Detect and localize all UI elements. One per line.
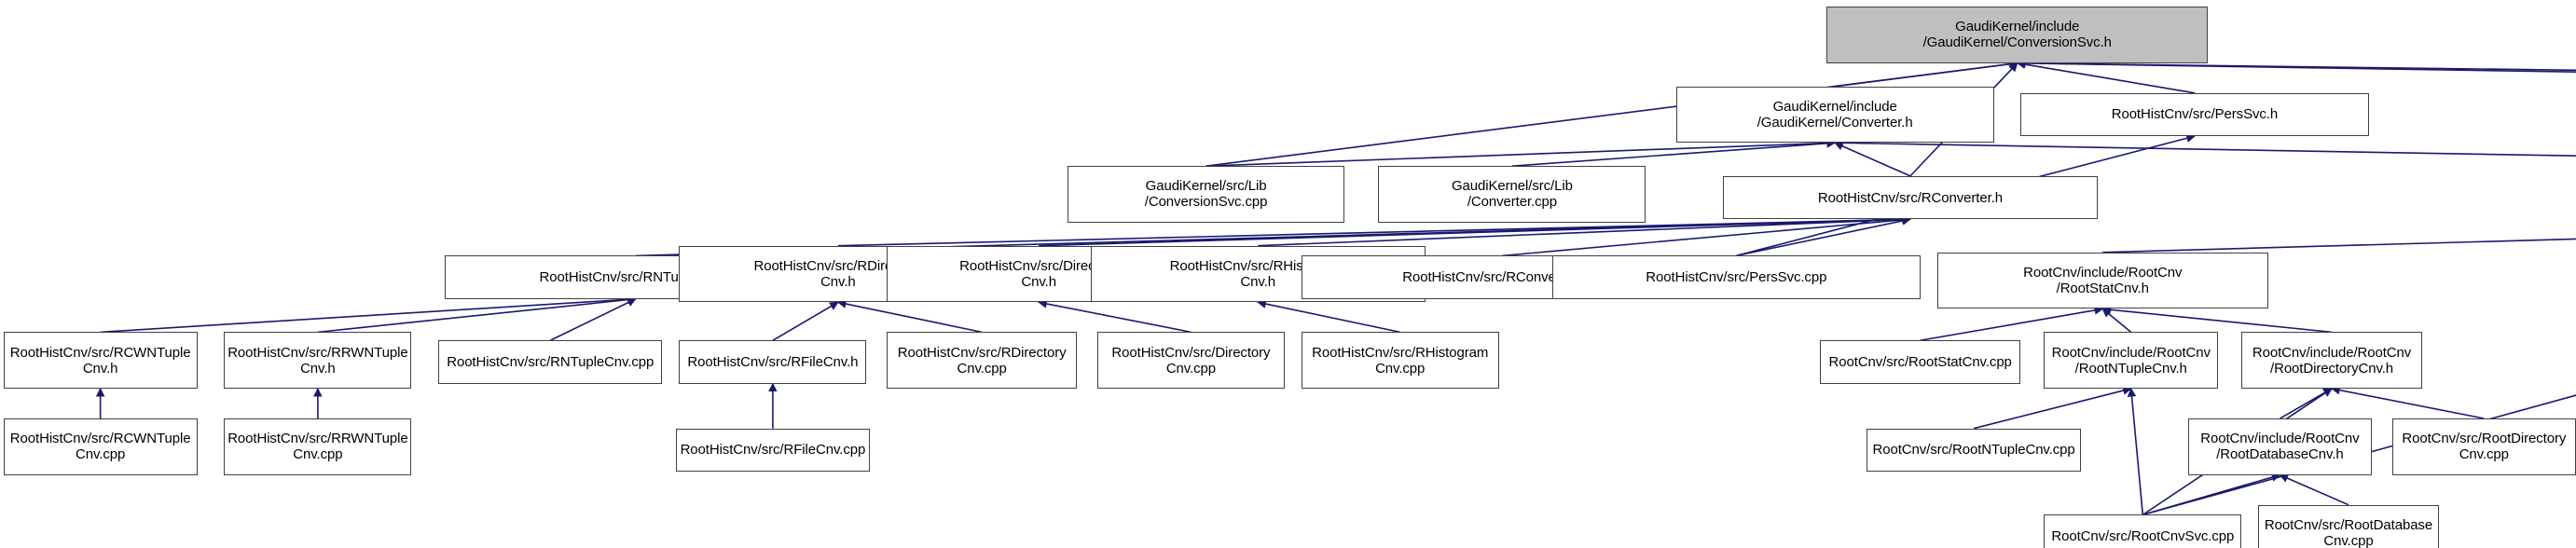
graph-node[interactable]: RootHistCnv/src/RDirectory Cnv.cpp — [886, 332, 1078, 389]
graph-edge — [2016, 59, 2576, 72]
graph-node[interactable]: RootHistCnv/src/RCWNTuple Cnv.cpp — [3, 418, 198, 475]
graph-node[interactable]: GaudiKernel/include /GaudiKernel/Convers… — [1826, 7, 2209, 63]
graph-edge — [1736, 216, 1911, 257]
graph-node[interactable]: RootHistCnv/src/PersSvc.h — [2020, 92, 2369, 137]
graph-node[interactable]: RootCnv/src/RootStatCnv.cpp — [1820, 340, 2021, 384]
graph-edge — [1502, 215, 1911, 257]
graph-edge — [1834, 138, 2576, 158]
graph-node[interactable]: RootHistCnv/src/RHistogram Cnv.cpp — [1301, 332, 1499, 389]
graph-edge — [2127, 387, 2144, 515]
graph-node[interactable]: RootCnv/src/RootNTupleCnv.cpp — [1867, 428, 2081, 473]
graph-edge — [1835, 60, 2018, 88]
graph-edge — [2101, 305, 2333, 334]
graph-node[interactable]: RootCnv/src/RootDirectory Cnv.cpp — [2391, 418, 2576, 475]
graph-edge — [100, 295, 637, 334]
graph-edge — [836, 299, 983, 334]
graph-edge — [1205, 138, 1837, 167]
graph-node[interactable]: RootCnv/src/RootDatabase Cnv.cpp — [2258, 504, 2439, 548]
graph-node[interactable]: RootCnv/include/RootCnv /RootDatabaseCnv… — [2187, 418, 2373, 475]
graph-node[interactable]: RootHistCnv/src/PersSvc.cpp — [1551, 255, 1921, 299]
graph-node[interactable]: GaudiKernel/src/Lib /Converter.cpp — [1378, 166, 1646, 223]
graph-edge — [1511, 139, 1837, 167]
graph-node[interactable]: RootHistCnv/src/RFileCnv.h — [679, 340, 867, 384]
graph-edge — [772, 301, 839, 341]
graph-node[interactable]: RootCnv/include/RootCnv /RootDirectoryCn… — [2241, 332, 2422, 389]
graph-node[interactable]: RootCnv/src/RootCnvSvc.cpp — [2044, 514, 2242, 548]
graph-node[interactable]: RootHistCnv/src/RNTupleCnv.cpp — [438, 340, 663, 384]
graph-edge — [1258, 214, 1911, 247]
graph-edge — [317, 295, 637, 334]
graph-edge — [1973, 386, 2132, 430]
graph-edge — [2331, 385, 2485, 419]
graph-edge — [2016, 60, 2196, 94]
graph-node[interactable]: RootHistCnv/src/RFileCnv.cpp — [675, 428, 870, 473]
graph-edge — [2280, 388, 2333, 419]
graph-node[interactable]: RootHistCnv/src/RRWNTuple Cnv.h — [224, 332, 412, 389]
graph-node[interactable]: RootHistCnv/src/RRWNTuple Cnv.cpp — [224, 418, 412, 475]
graph-edge — [549, 298, 637, 341]
graph-node[interactable]: RootCnv/include/RootCnv /RootStatCnv.h — [1936, 252, 2268, 309]
graph-edge — [2101, 308, 2132, 333]
graph-edge — [1257, 299, 1400, 334]
graph-edge — [2279, 473, 2349, 506]
graph-node[interactable]: RootHistCnv/src/RConverter.h — [1722, 175, 2098, 220]
graph-edge — [1039, 214, 1911, 247]
graph-edge — [2016, 59, 2576, 73]
graph-edge — [1834, 142, 1911, 177]
graph-node[interactable]: GaudiKernel/include /GaudiKernel/Convert… — [1675, 86, 1994, 144]
graph-node[interactable]: RootHistCnv/src/RCWNTuple Cnv.h — [3, 332, 198, 389]
graph-edge — [837, 214, 1911, 247]
graph-node[interactable]: GaudiKernel/src/Lib /ConversionSvc.cpp — [1067, 166, 1345, 223]
graph-node[interactable]: RootHistCnv/src/Directory Cnv.cpp — [1096, 332, 1285, 389]
graph-edge — [2102, 238, 2576, 253]
graph-edge — [1038, 299, 1192, 334]
graph-node[interactable]: RootCnv/include/RootCnv /RootNTupleCnv.h — [2044, 332, 2219, 389]
